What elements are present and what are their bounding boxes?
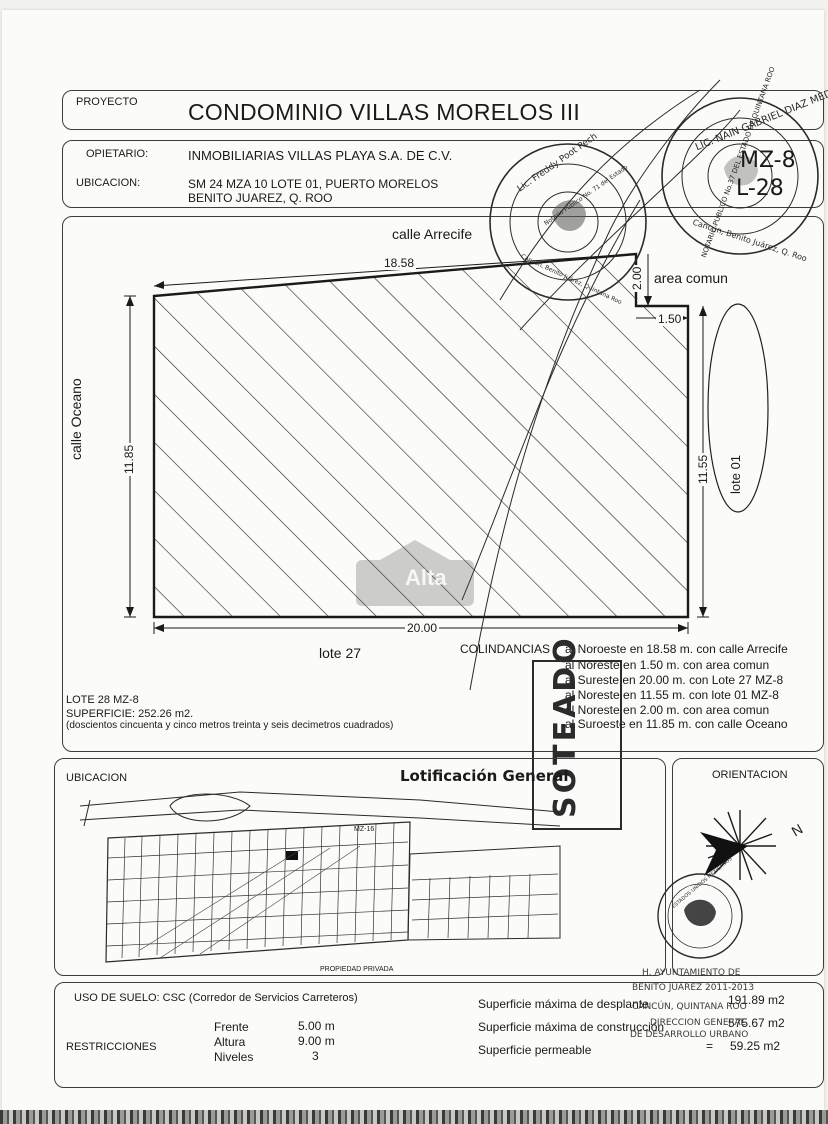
colindancia-line: al Noroeste en 18.58 m. con calle Arreci…: [565, 642, 788, 656]
site-map-mz-label: MZ-16: [354, 826, 375, 833]
left-street-label: calle Oceano: [68, 378, 84, 460]
dim-bottom: 20.00: [405, 621, 440, 635]
frente-label: Frente: [214, 1020, 249, 1034]
ubicacion-map-title: Lotificación General: [400, 767, 569, 785]
propietario-value: INMOBILIARIAS VILLAS PLAYA S.A. DE C.V.: [188, 148, 453, 163]
equals-sign: =: [706, 1039, 714, 1053]
header-info-box: [62, 140, 824, 208]
uso-suelo: USO DE SUELO: CSC (Corredor de Servicios…: [74, 992, 358, 1004]
dim-notch-vertical: 2.00: [630, 264, 644, 292]
sup-desplante-label: Superficie máxima de desplante: [478, 997, 649, 1011]
lote-stamp: L-28: [736, 176, 784, 201]
scan-edge: [0, 1110, 828, 1124]
restricciones-label: RESTRICCIONES: [66, 1041, 157, 1053]
colindancias-heading: COLINDANCIAS: [460, 642, 551, 656]
dim-notch-horizontal: 1.50: [656, 312, 684, 326]
mz-stamp: MZ-8: [740, 148, 796, 173]
altura-label: Altura: [214, 1035, 246, 1049]
sup-construccion-label: Superficie máxima de construcción: [478, 1020, 665, 1034]
frente-value: 5.00 m: [298, 1019, 335, 1033]
header-title-box: [62, 90, 824, 130]
ayuntamiento-line: H. AYUNTAMIENTO DE: [642, 968, 741, 978]
ubicacion-box: [54, 758, 666, 976]
sup-permeable-value: 59.25 m2: [730, 1039, 781, 1053]
page-title: CONDOMINIO VILLAS MORELOS III: [188, 99, 581, 125]
ayuntamiento-line: DE DESARROLLO URBANO: [630, 1030, 749, 1040]
lote-superficie: SUPERFICIE: 252.26 m2.: [66, 708, 194, 720]
dim-top: 18.58: [382, 256, 417, 270]
ayuntamiento-line: DIRECCION GENERAL: [650, 1018, 746, 1028]
colindancia-line: al Noreste en 2.00 m. con area comun: [565, 703, 770, 717]
sup-construccion-value: 575.67 m2: [728, 1016, 785, 1030]
orientacion-label: ORIENTACION: [712, 769, 788, 781]
common-area-label: area comun: [654, 270, 728, 286]
plan-box: [62, 216, 824, 752]
watermark-text: Alta: [405, 565, 447, 590]
propietario-label: OPIETARIO:: [86, 148, 149, 160]
proyecto-label: PROYECTO: [76, 96, 138, 108]
ubicacion-map-label: UBICACION: [66, 772, 128, 784]
bottom-lot-label: lote 27: [319, 645, 362, 661]
ayuntamiento-line: CANCÚN, QUINTANA ROO: [632, 1002, 747, 1012]
ubicacion-line2: BENITO JUAREZ, Q. ROO: [188, 191, 333, 205]
top-street-label: calle Arrecife: [392, 226, 473, 242]
lote-superficie-words: (doscientos cincuenta y cinco metros tre…: [66, 720, 394, 731]
dim-left: 11.85: [122, 442, 136, 476]
sup-desplante-value: 191.89 m2: [728, 993, 785, 1007]
ubicacion-line1: SM 24 MZA 10 LOTE 01, PUERTO MORELOS: [188, 177, 439, 191]
colindancia-line: al Sureste en 20.00 m. con Lote 27 MZ-8: [565, 673, 784, 687]
colindancia-line: al Noreste en 11.55 m. con lote 01 MZ-8: [565, 688, 779, 702]
sup-permeable-label: Superficie permeable: [478, 1043, 592, 1057]
ayuntamiento-line: BENITO JUÁREZ 2011-2013: [632, 983, 755, 993]
right-lot-label: lote 01: [728, 454, 743, 494]
dim-right: 11.55: [696, 452, 710, 486]
restrictions-box: [54, 982, 824, 1088]
lote-id: LOTE 28 MZ-8: [66, 694, 139, 706]
site-map-street-label: PROPIEDAD PRIVADA: [320, 966, 394, 973]
orientacion-box: [672, 758, 824, 976]
vertical-stamp: [532, 660, 622, 830]
niveles-label: Niveles: [214, 1050, 254, 1064]
ubicacion-label: UBICACION:: [76, 177, 141, 189]
niveles-value: 3: [312, 1049, 319, 1063]
altura-value: 9.00 m: [298, 1034, 335, 1048]
